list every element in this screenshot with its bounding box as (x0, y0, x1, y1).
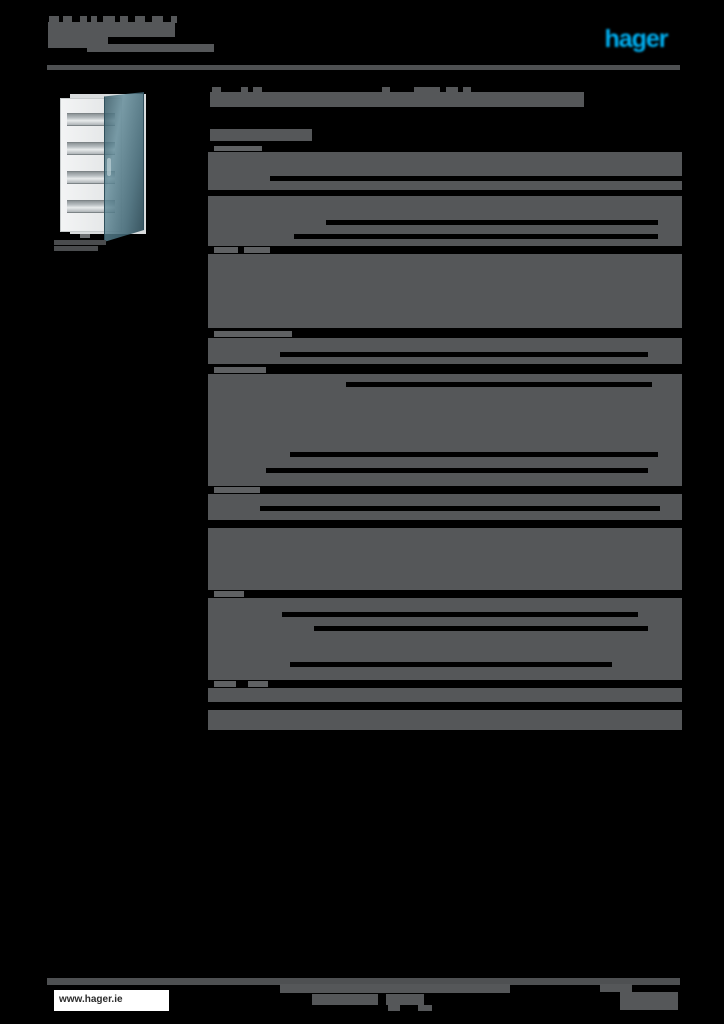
spec-row-4-gap-1 (280, 352, 648, 357)
spec-row-4-gap-2 (208, 364, 682, 368)
figure-caption-line-2 (54, 246, 98, 251)
spec-row-8-gap-3 (290, 662, 612, 667)
spec-row-3-gap-1 (208, 328, 682, 332)
header-redaction-6 (120, 16, 128, 23)
spec-row-9-fill (208, 688, 682, 706)
spec-row-9-tick-1 (214, 681, 236, 687)
spec-row (208, 196, 682, 250)
spec-row-2-gap-2 (294, 234, 658, 239)
footer-redaction-4 (388, 1005, 400, 1011)
header-rule (47, 65, 680, 70)
spec-row (208, 487, 682, 524)
header-redaction-4 (91, 16, 97, 23)
hager-logo-wordmark: hager (604, 25, 668, 53)
spec-row (208, 528, 682, 594)
spec-row-8-fill (208, 598, 682, 684)
header-redaction-8 (152, 16, 163, 23)
title-ascender-7 (463, 87, 471, 93)
spec-row-8-gap-1 (282, 612, 638, 617)
footer-redaction-6 (600, 984, 632, 992)
spec-row (208, 247, 682, 332)
footer-rule (47, 978, 680, 985)
spec-row (208, 710, 682, 730)
din-rail-row-4 (67, 200, 115, 213)
spec-row-1-tick-1 (214, 146, 262, 151)
hager-logo: hager (592, 26, 680, 52)
spec-row-1-gap-2 (208, 190, 682, 192)
spec-row-3-tick-1 (214, 247, 238, 253)
page-footer: www.hager.ie (0, 978, 724, 1024)
footer-redaction-1 (280, 984, 510, 993)
spec-row-9-tick-2 (248, 681, 268, 687)
header-redaction-7 (135, 16, 145, 23)
title-ascender-2 (241, 87, 248, 93)
footer-url-box[interactable]: www.hager.ie (54, 990, 169, 1011)
spec-row-1-fill (208, 152, 682, 192)
spec-row-7-gap-1 (208, 590, 682, 594)
figure-caption (54, 234, 116, 251)
door-handle (107, 158, 111, 176)
footer-redaction-2 (312, 994, 378, 1005)
spec-row-9-gap-1 (208, 702, 682, 706)
product-photo (52, 88, 172, 258)
din-rail-row-1 (67, 113, 115, 126)
spec-row-2-gap-1 (326, 220, 658, 225)
spec-row (208, 367, 682, 490)
spec-row-10-fill (208, 710, 682, 730)
spec-row-4-tick-1 (214, 331, 292, 337)
page-header: hager (0, 0, 724, 80)
spec-row-3-tick-2 (244, 247, 270, 253)
footer-url[interactable]: www.hager.ie (59, 994, 123, 1005)
din-rail-row-2 (67, 142, 115, 155)
spec-row (208, 331, 682, 368)
footer-redaction-5 (418, 1005, 432, 1011)
header-redaction-3 (80, 16, 87, 23)
spec-row-6-tick-1 (214, 487, 260, 493)
spec-row-6-gap-1 (260, 506, 660, 511)
title-ascender-6 (446, 87, 458, 93)
header-redaction-1 (49, 16, 59, 23)
header-redaction-2 (63, 16, 72, 23)
spec-row-5-gap-3 (266, 468, 648, 473)
spec-row-8-tick-1 (214, 591, 244, 597)
spec-row (208, 591, 682, 684)
footer-redaction-8 (620, 992, 678, 1010)
din-rail-row-3 (67, 171, 115, 184)
header-redaction-12 (87, 44, 214, 52)
spec-row-5-gap-2 (290, 452, 658, 457)
page-title (210, 87, 584, 107)
spec-row-5-gap-4 (208, 486, 682, 490)
title-ascender-5 (414, 87, 440, 93)
spec-row (208, 146, 682, 192)
title-ascender-1 (212, 87, 221, 93)
spec-row-3-fill (208, 254, 682, 332)
figure-caption-marker (80, 234, 90, 238)
header-redaction-9 (171, 16, 177, 23)
section-subtitle (210, 129, 312, 141)
title-ascender-3 (253, 87, 262, 93)
spec-row-2-gap-3 (208, 246, 682, 250)
footer-redaction-3 (386, 994, 424, 1005)
spec-row-5-gap-1 (346, 382, 652, 387)
header-redaction-10 (48, 22, 175, 37)
spec-row-8-gap-2 (314, 626, 648, 631)
header-redaction-5 (103, 16, 115, 23)
spec-row-5-tick-1 (214, 367, 266, 373)
spec-row-1-gap-1 (270, 176, 682, 181)
figure-caption-line-1 (54, 240, 106, 245)
spec-row (208, 681, 682, 706)
spec-row-6-gap-2 (208, 520, 682, 524)
spec-row-7-fill (208, 528, 682, 594)
spec-row-8-gap-4 (208, 680, 682, 684)
title-ascender-4 (382, 87, 390, 93)
